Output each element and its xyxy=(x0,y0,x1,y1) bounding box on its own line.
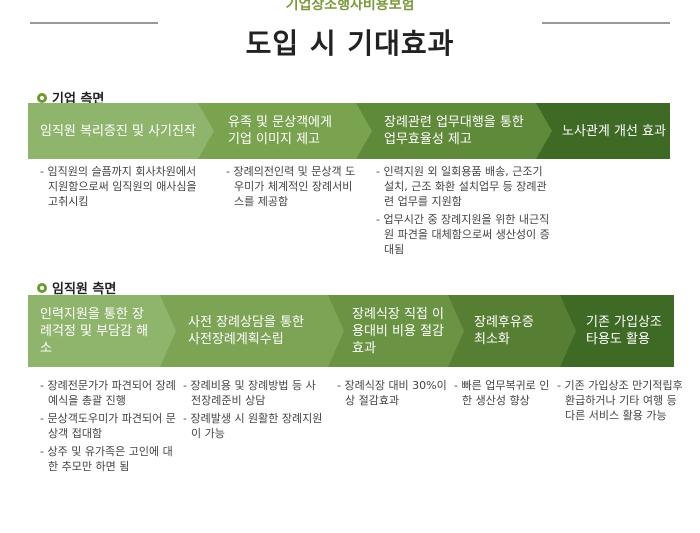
bullet-list-step-2: - 장례의전인력 및 문상객 도우미가 체계적인 장례서비스를 제공함 xyxy=(226,164,356,212)
flow-step-label: 장례후유증 최소화 xyxy=(474,315,534,347)
bullet-list-step-3: - 인력지원 외 일회용품 배송, 근조기 설치, 근조 화환 설치업무 등 장… xyxy=(376,164,556,260)
list-item: - 빠른 업무복귀로 인한 생산성 향상 xyxy=(454,379,550,407)
flow-step-3: 장례관련 업무대행을 통한 업무효율성 제고 xyxy=(356,103,552,159)
list-item: - 장례전문가가 파견되어 장례예식을 총괄 진행 xyxy=(40,379,176,407)
flow-step-label: 인력지원을 통한 장례걱정 및 부담감 해소 xyxy=(40,306,149,356)
flow-step-3: 장례식장 직접 이용대비 비용 절감 효과 xyxy=(328,295,464,367)
chevron-right-icon xyxy=(328,295,344,367)
circle-bullet-icon xyxy=(37,282,47,293)
flow-step-5: 기존 가입상조 타용도 활용 xyxy=(560,295,674,367)
bullet-list-step-1: - 임직원의 슬픔까지 회사차원에서 지원함으로써 임직원의 애사심을 고취시킴 xyxy=(40,164,208,212)
divider-right xyxy=(542,22,670,24)
list-item: - 장례발생 시 원활한 장례지원이 가능 xyxy=(183,412,323,440)
chevron-right-icon xyxy=(448,295,464,367)
list-item: - 인력지원 외 일회용품 배송, 근조기 설치, 근조 화환 설치업무 등 장… xyxy=(376,165,547,208)
chevron-right-icon xyxy=(356,103,372,159)
list-item: - 기존 가입상조 만기적립후 환급하거나 기타 여행 등 다른 서비스 활용 … xyxy=(557,379,683,422)
bullet-list-step-2: - 장례비용 및 장례방법 등 사전장례준비 상담 - 장례발생 시 원활한 장… xyxy=(183,378,323,444)
circle-bullet-icon xyxy=(37,92,47,103)
bullet-list-step-1: - 장례전문가가 파견되어 장례예식을 총괄 진행 - 문상객도우미가 파견되어… xyxy=(40,378,180,477)
chevron-right-icon xyxy=(560,295,576,367)
list-item: - 장례비용 및 장례방법 등 사전장례준비 상담 xyxy=(183,379,316,407)
flow-step-2: 사전 장례상담을 통한 사전장례계획수립 xyxy=(160,295,344,367)
flow-step-4: 노사관계 개선 효과 xyxy=(536,103,670,159)
list-item: - 장례식장 대비 30%이상 절감효과 xyxy=(337,379,447,407)
section-title: 임직원 측면 xyxy=(52,282,117,297)
page-title: 도입 시 기대효과 xyxy=(245,27,455,60)
header: 기업상조행사비용보험 도입 시 기대효과 xyxy=(0,0,700,70)
divider-left xyxy=(30,22,158,24)
flow-band-employee: 인력지원을 통한 장례걱정 및 부담감 해소 사전 장례상담을 통한 사전장례계… xyxy=(28,295,674,367)
list-item: - 임직원의 슬픔까지 회사차원에서 지원함으로써 임직원의 애사심을 고취시킴 xyxy=(40,165,197,208)
flow-step-label: 사전 장례상담을 통한 사전장례계획수립 xyxy=(188,315,304,347)
flow-step-2: 유족 및 문상객에게 기업 이미지 제고 xyxy=(198,103,372,159)
flow-step-1: 임직원 복리증진 및 사기진작 xyxy=(28,103,214,159)
flow-step-4: 장례후유증 최소화 xyxy=(448,295,576,367)
flow-step-label: 장례관련 업무대행을 통한 업무효율성 제고 xyxy=(384,115,524,147)
list-item: - 문상객도우미가 파견되어 문상객 접대함 xyxy=(40,412,176,440)
flow-step-label: 유족 및 문상객에게 기업 이미지 제고 xyxy=(228,115,332,147)
chevron-right-icon xyxy=(198,103,214,159)
flow-step-label: 장례식장 직접 이용대비 비용 절감 효과 xyxy=(352,306,444,356)
flow-step-label: 기존 가입상조 타용도 활용 xyxy=(586,315,662,347)
list-item: - 업무시간 중 장례지원을 위한 내근직원 파견을 대체함으로써 생산성이 증… xyxy=(376,213,550,256)
bullet-list-step-5: - 기존 가입상조 만기적립후 환급하거나 기타 여행 등 다른 서비스 활용 … xyxy=(557,378,687,426)
flow-step-label: 노사관계 개선 효과 xyxy=(562,123,666,139)
flow-step-1: 인력지원을 통한 장례걱정 및 부담감 해소 xyxy=(28,295,176,367)
chevron-right-icon xyxy=(536,103,552,159)
bullet-list-step-3: - 장례식장 대비 30%이상 절감효과 xyxy=(337,378,449,411)
bullet-list-step-4: - 빠른 업무복귀로 인한 생산성 향상 xyxy=(454,378,554,411)
list-item: - 상주 및 유가족은 고인에 대한 추모만 하면 됨 xyxy=(40,445,173,473)
flow-step-label: 임직원 복리증진 및 사기진작 xyxy=(40,123,196,139)
page-subtitle: 기업상조행사비용보험 xyxy=(285,0,415,13)
section-employee-label: 임직원 측면 xyxy=(37,278,116,297)
flow-band-corporate: 임직원 복리증진 및 사기진작 유족 및 문상객에게 기업 이미지 제고 장례관… xyxy=(28,103,670,159)
list-item: - 장례의전인력 및 문상객 도우미가 체계적인 장례서비스를 제공함 xyxy=(226,165,356,208)
chevron-right-icon xyxy=(160,295,176,367)
